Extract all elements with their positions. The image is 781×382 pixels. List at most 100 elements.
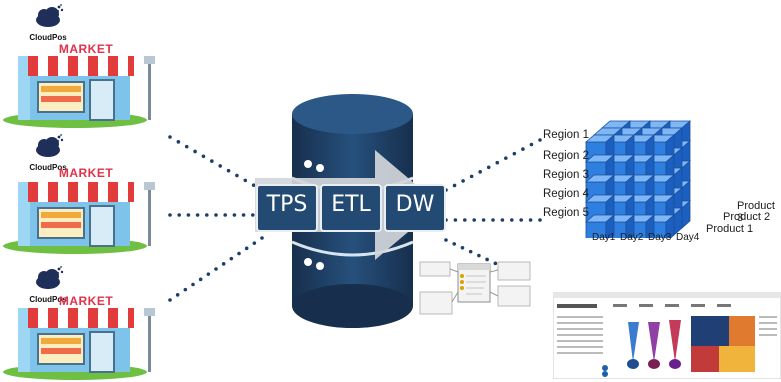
store-building [3,56,155,128]
connector-dot-cube [504,156,508,160]
connector-dot-cube-2 [538,218,542,222]
connector-dot-store-2 [177,213,181,217]
connector-dot-store-3 [206,272,211,276]
connector-dot-cube [461,179,465,183]
market-sign: MARKET [58,42,114,56]
day-label-4: Day4 [676,232,700,243]
connector-dot-store-1 [210,159,214,163]
connector-dot-dashboard [477,253,481,258]
connector-dot-cube [512,151,517,156]
cube-cell-side [645,214,655,238]
stage-tps-label: TPS [266,192,308,217]
cube-cell-side [605,214,615,238]
store-2: CloudPos MARKET [0,130,160,254]
product-label-2: Product 2 [723,211,771,223]
connector-dot-store-1 [218,164,222,168]
cloud-icon [36,266,64,289]
connector-dot-store-3 [183,287,188,292]
connector-dot-store-3 [198,277,203,282]
stage-etl-label: ETL [331,192,371,217]
connector-dot-store-2 [186,213,191,217]
region-label-1: Region 1 [543,129,590,141]
store-building [3,182,155,254]
connector-dot-cube-2 [472,218,477,222]
connector-dot-dashboard [468,249,473,254]
connector-dot-cube [538,138,542,142]
region-label-3: Region 3 [543,169,590,181]
connector-dot-store-1 [201,154,206,159]
connector-dot-store-2 [205,213,209,217]
connector-dot-store-1 [235,173,239,178]
connector-dot-cube-2 [491,218,495,222]
store-building [3,308,155,380]
connector-dot-store-3 [175,293,180,297]
connector-dot-store-2 [241,213,246,217]
connector-dot-cube-2 [528,218,533,222]
connector-dot-store-2 [223,213,227,217]
connector-dot-store-3 [237,251,241,256]
connector-dot-store-3 [191,282,195,287]
connector-dot-store-1 [168,135,172,139]
connector-dot-dashboard [452,242,457,246]
connector-dot-store-3 [221,262,226,266]
connector-dot-store-3 [260,236,264,240]
connector-dot-cube [495,160,500,165]
connector-dot-store-3 [214,267,218,271]
cloudpos-logo: CloudPos [18,4,78,42]
cube-cell-side [625,214,635,238]
product-label-1: Product 1 [706,223,754,235]
market-sign: MARKET [58,166,114,180]
connector-dot-cube [521,147,525,151]
brand-text: CloudPos [29,33,67,42]
market-sign: MARKET [58,294,114,308]
region-label-4: Region 4 [543,188,590,200]
brand-text: CloudPos [29,163,67,172]
connector-dot-store-1 [226,168,231,173]
connector-dot-cube [452,183,457,188]
connector-dot-cube [529,142,534,147]
cloudpos-logo: CloudPos [18,266,78,304]
region-label-2: Region 2 [543,150,590,162]
connector-dot-store-1 [243,178,248,183]
olap-cube [584,120,692,238]
dashboard-thumbnail [553,292,781,379]
cloud-icon [36,4,64,27]
connector-dot-dashboard [460,245,465,250]
connector-dot-store-3 [244,246,249,251]
connector-dot-store-2 [214,213,218,217]
connector-dot-store-1 [184,144,189,149]
connector-dot-cube-2 [500,218,505,222]
stage-etl-box [320,184,382,232]
brand-text: CloudPos [29,295,67,304]
connector-dot-cube-2 [510,218,514,222]
connector-dot-store-2 [232,213,237,217]
connector-dot-store-2 [195,213,200,217]
cloud-icon [36,134,64,157]
connector-dot-store-3 [252,241,257,245]
product-label-3: Product 3 [737,200,775,224]
stage-dw-box [384,184,446,232]
connector-dot-store-2 [168,213,172,217]
day-label-2: Day2 [620,232,644,243]
star-schema-thumbnail [419,261,531,315]
connector-dot-store-1 [251,183,256,187]
connector-dot-store-1 [193,149,197,154]
cloudpos-logo: CloudPos [18,134,78,172]
connector-dot-store-1 [176,140,181,144]
connector-dot-dashboard [444,238,448,242]
connector-dot-cube [486,165,491,170]
connector-dot-cube-2 [481,218,486,222]
cube-cell-side [665,214,675,238]
connector-dot-cube [469,174,474,179]
connector-dot-cube-2 [463,218,467,222]
day-label-1: Day1 [592,232,616,243]
connector-dot-cube [478,170,482,174]
stage-dw-label: DW [395,192,435,217]
connector-dot-cube-2 [519,218,523,222]
store-1: CloudPos MARKET [0,0,160,128]
connector-dot-store-3 [229,256,234,261]
connector-dot-dashboard [485,257,489,262]
connector-dot-store-3 [168,298,172,302]
connector-dot-cube-2 [453,218,458,222]
connector-dot-dashboard [493,261,498,266]
